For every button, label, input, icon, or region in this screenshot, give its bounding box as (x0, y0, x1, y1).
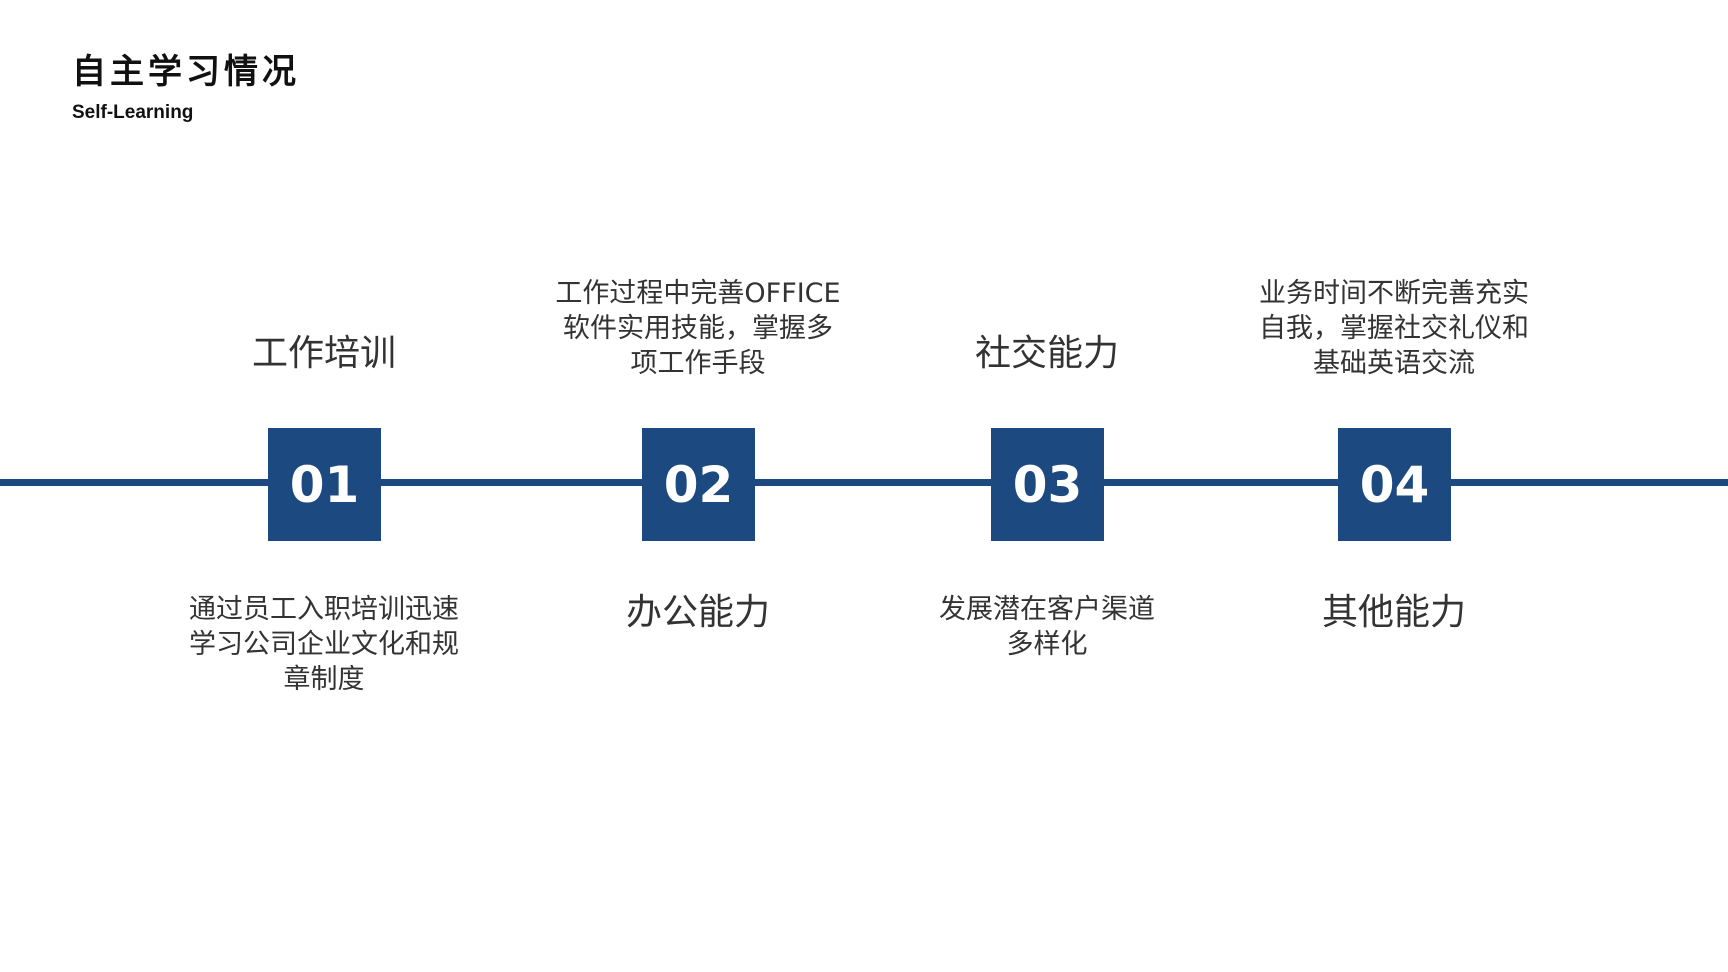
step-description-line: 业务时间不断完善充实 (1259, 278, 1529, 309)
step-description-line: 基础英语交流 (1313, 348, 1475, 379)
step-description-line: 自我，掌握社交礼仪和 (1259, 313, 1529, 344)
step-number-box-01: 01 (268, 428, 381, 541)
timeline-line (0, 479, 1728, 486)
step-description-line: 工作过程中完善OFFICE (555, 278, 841, 309)
step-description-line: 发展潜在客户渠道 (939, 594, 1155, 625)
step-number-box-03: 03 (991, 428, 1104, 541)
step-label-03: 社交能力 (974, 333, 1119, 374)
step-description-line: 通过员工入职培训迅速 (189, 594, 459, 625)
step-description-line: 项工作手段 (630, 348, 766, 379)
step-description-line: 学习公司企业文化和规 (189, 629, 459, 660)
step-label-02: 办公能力 (625, 592, 770, 633)
step-description-line: 多样化 (1006, 629, 1088, 660)
step-description-02: 工作过程中完善OFFICE 软件实用技能，掌握多 项工作手段 (538, 276, 858, 381)
step-description-01: 通过员工入职培训迅速 学习公司企业文化和规 章制度 (164, 592, 484, 697)
step-label-04: 其他能力 (1321, 592, 1466, 633)
page-title: 自主学习情况 (72, 52, 300, 92)
step-number-box-04: 04 (1338, 428, 1451, 541)
step-description-line: 软件实用技能，掌握多 (563, 313, 833, 344)
step-description-04: 业务时间不断完善充实 自我，掌握社交礼仪和 基础英语交流 (1234, 276, 1554, 381)
page-subtitle: Self-Learning (72, 102, 194, 123)
step-description-03: 发展潜在客户渠道 多样化 (887, 592, 1207, 662)
step-label-01: 工作培训 (251, 333, 396, 374)
step-number-box-02: 02 (642, 428, 755, 541)
step-description-line: 章制度 (283, 664, 365, 695)
